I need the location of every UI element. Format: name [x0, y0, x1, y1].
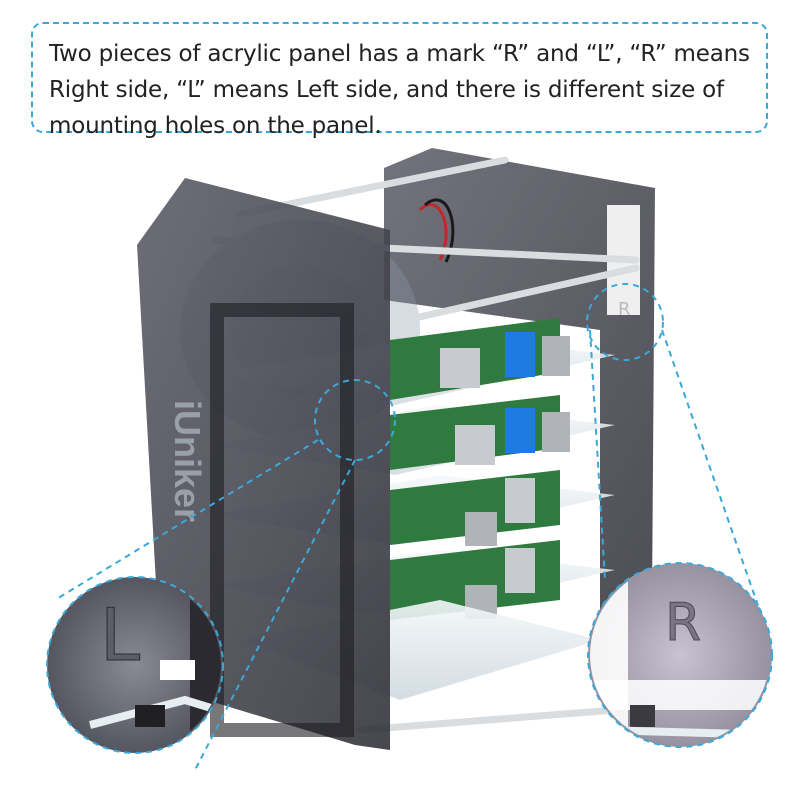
right-mark-small: R	[618, 299, 631, 320]
left-mark-zoom: L	[100, 593, 140, 677]
leader-lines	[54, 329, 771, 771]
right-mark-zoom: R	[665, 593, 701, 653]
zoom-circle-right: R	[587, 562, 773, 748]
highlight-circles	[314, 283, 664, 461]
caption-box: Two pieces of acrylic panel has a mark “…	[31, 22, 768, 139]
side-logo: iUniker	[167, 400, 208, 522]
caption-text: Two pieces of acrylic panel has a mark “…	[49, 41, 750, 139]
zoom-circle-left: L	[46, 576, 224, 754]
